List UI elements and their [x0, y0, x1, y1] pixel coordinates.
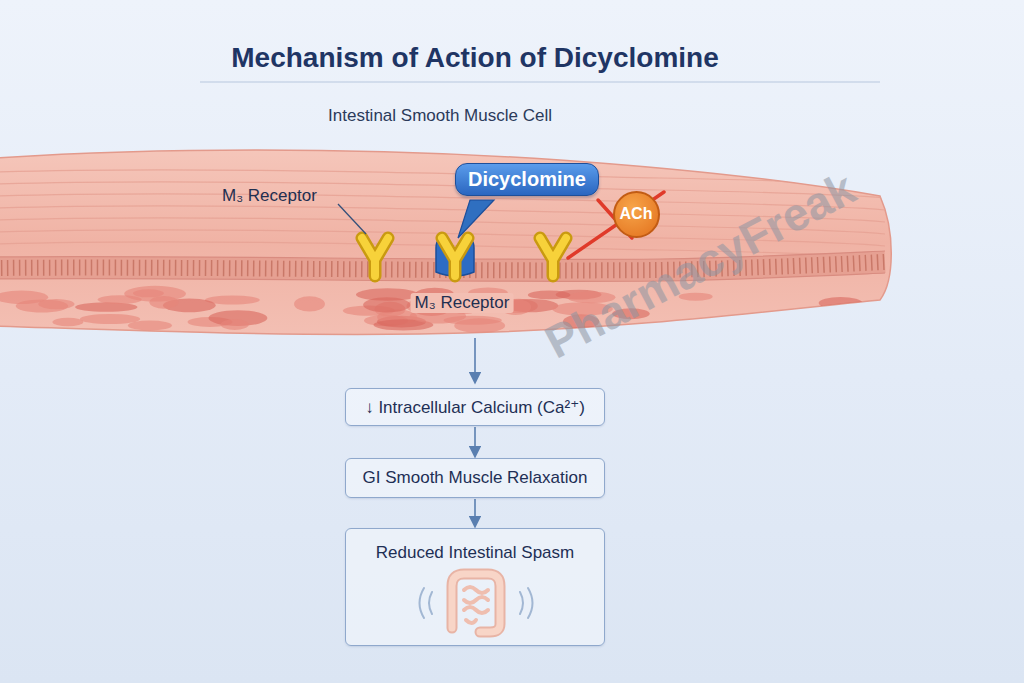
tissue-cell — [149, 296, 178, 309]
flow-arrow — [474, 427, 476, 456]
title-rule — [200, 81, 880, 82]
process-box: GI Smooth Muscle Relaxation — [345, 458, 605, 498]
m3-receptor-symbol — [540, 238, 566, 276]
node-text: Reduced Intestinal Spasm — [376, 543, 574, 563]
tissue-cell — [294, 296, 325, 311]
tissue-cell — [75, 302, 137, 312]
section-label: Intestinal Smooth Muscle Cell — [328, 106, 552, 126]
tissue-cell — [128, 321, 172, 331]
ligand-circle: ACh — [613, 191, 660, 238]
muscle-fibre — [0, 170, 885, 186]
leader-line — [338, 204, 366, 234]
drug-bubble: Dicyclomine — [455, 163, 599, 196]
flow-arrow — [474, 338, 476, 382]
tissue-cell — [819, 297, 863, 309]
flow-arrow — [474, 499, 476, 526]
node-text: ACh — [620, 205, 653, 223]
muscle-fibre — [0, 182, 885, 198]
process-box: ↓ Intracellular Calcium (Ca²⁺) — [345, 388, 605, 426]
node-text: ↓ Intracellular Calcium (Ca²⁺) — [365, 397, 585, 418]
tissue-cell — [38, 299, 74, 309]
tissue-cell — [80, 314, 140, 324]
tissue-cell — [98, 295, 142, 304]
tissue-cell — [454, 318, 505, 333]
receptor-label: M₃ Receptor — [222, 186, 317, 206]
tissue-cell — [133, 289, 164, 297]
receptor-label: M₃ Receptor — [411, 293, 514, 313]
bubble-tail — [458, 200, 494, 238]
node-text: Dicyclomine — [468, 168, 586, 191]
tissue-cell — [52, 318, 83, 327]
drug-bound-block — [436, 238, 474, 276]
tissue-cell — [528, 290, 571, 299]
tissue-cell — [356, 288, 419, 300]
tissue-cell — [221, 319, 249, 330]
m3-receptor-symbol — [442, 238, 468, 276]
tissue-cell — [788, 315, 843, 328]
node-text: GI Smooth Muscle Relaxation — [363, 468, 588, 488]
title: Mechanism of Action of Dicyclomine — [231, 42, 718, 74]
process-box: Reduced Intestinal Spasm — [345, 528, 605, 646]
m3-receptor-symbol — [362, 238, 388, 276]
